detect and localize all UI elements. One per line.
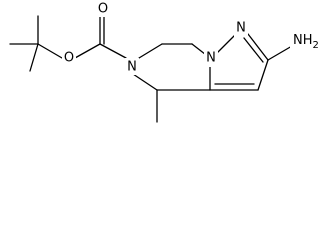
bond-amine: [267, 45, 293, 61]
bond-bridge-n-to-n: [215, 33, 237, 55]
bond-n-to-c-amine-double-b: [243, 37, 264, 63]
bond-tbu-methyl-bottom: [29, 43, 39, 72]
bond-c-amine-to-ch: [257, 59, 269, 91]
carbonyl-oxygen-label: O: [98, 2, 108, 17]
bond-ester-oxygen-to-carbonyl: [74, 43, 101, 59]
carbamate-group: [74, 15, 127, 59]
chemical-structure-diagram: O O N N N NH2: [9, 1, 319, 123]
ring-nitrogen-right-label: N: [206, 51, 216, 66]
amine-label-subscript: 2: [313, 40, 319, 51]
amine-label-text: NH: [293, 33, 313, 48]
bond-n-to-ch2-left: [138, 43, 163, 59]
bond-n-to-c-amine-double-a: [247, 33, 269, 61]
bond-carbonyl-to-nitrogen: [99, 43, 127, 59]
ring-nitrogen-left-label: N: [127, 60, 137, 75]
amine-label: NH2: [293, 33, 319, 51]
bond-tbu-to-ester-oxygen: [37, 43, 63, 59]
pyrazole-nitrogen-top-label: N: [236, 21, 246, 36]
tetrahydropyrazine-ring: [132, 43, 211, 91]
bond-n-to-chme: [132, 73, 158, 91]
pyrazole-ring: [209, 33, 269, 91]
ester-oxygen-label: O: [64, 51, 74, 66]
tert-butyl-group: [9, 15, 63, 72]
